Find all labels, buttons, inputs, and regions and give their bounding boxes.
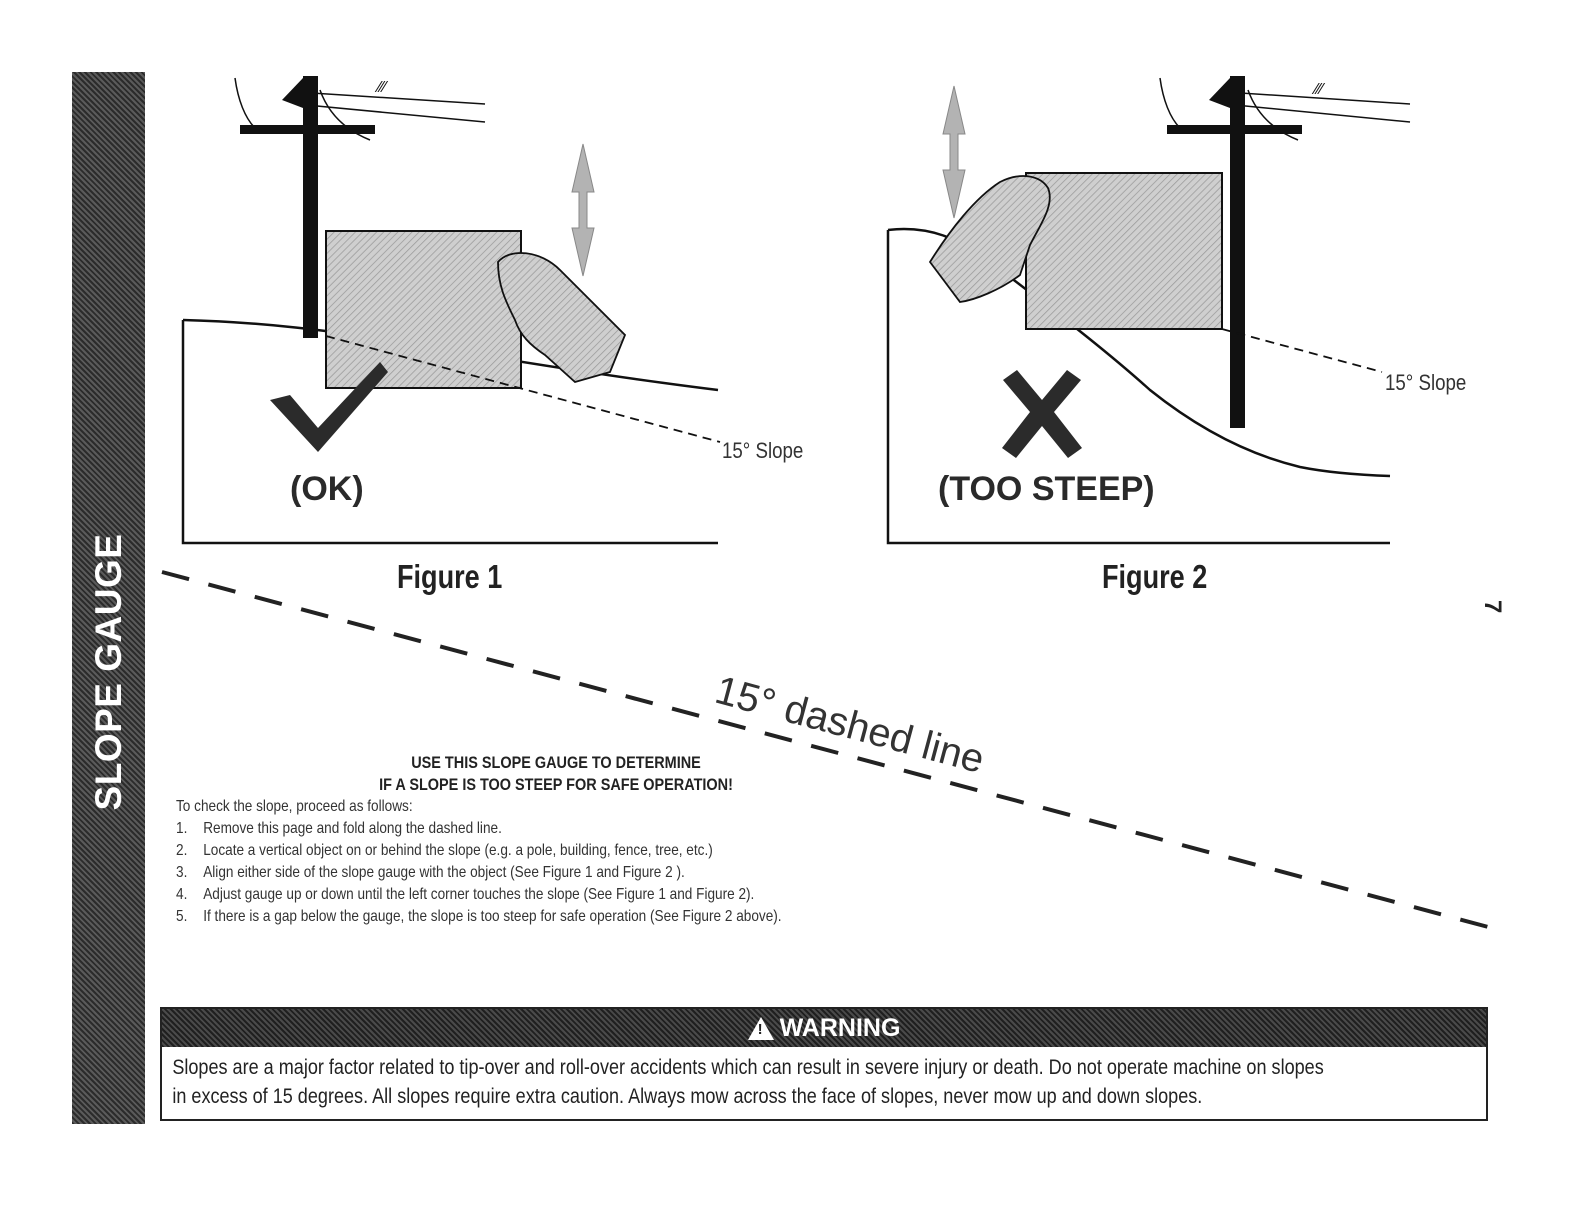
svg-text:⁄⁄⁄: ⁄⁄⁄ (374, 79, 388, 96)
step-text: Align either side of the slope gauge wit… (203, 864, 685, 881)
figure2-slope-label: 15° Slope (1385, 370, 1467, 395)
figure2-caption: Figure 2 (1102, 558, 1208, 595)
list-item: 3. Align either side of the slope gauge w… (176, 862, 856, 884)
step-number: 2. (176, 842, 188, 859)
warning-box: ! WARNING Slopes are a major factor rela… (160, 1007, 1488, 1121)
figure2-hand (928, 175, 1051, 303)
warning-line2: in excess of 15 degrees. All slopes requ… (172, 1085, 1203, 1108)
figure1-gauge (325, 230, 522, 389)
x-mark-icon (1002, 370, 1082, 458)
warning-title: WARNING (779, 1013, 901, 1042)
figure2-updown-arrow-icon (942, 85, 966, 219)
step-number: 5. (176, 908, 188, 925)
list-item: 4. Adjust gauge up or down until the left… (176, 884, 856, 906)
figure2-slope-line (1221, 328, 1383, 373)
figure1-caption: Figure 1 (397, 558, 503, 595)
instructions-steps: 1. Remove this page and fold along the da… (176, 818, 976, 928)
instructions-heading-line2: IF A SLOPE IS TOO STEEP FOR SAFE OPERATI… (379, 775, 733, 794)
check-mark-icon (270, 362, 388, 452)
warning-body: Slopes are a major factor related to tip… (162, 1047, 1473, 1111)
instructions: USE THIS SLOPE GAUGE TO DETERMINE IF A S… (176, 752, 976, 928)
step-text: Adjust gauge up or down until the left c… (203, 886, 755, 903)
list-item: 5. If there is a gap below the gauge, the… (176, 906, 856, 928)
step-text: If there is a gap below the gauge, the s… (203, 908, 782, 925)
step-text: Remove this page and fold along the dash… (203, 820, 502, 837)
figure1-updown-arrow-icon (571, 143, 595, 277)
list-item: 1. Remove this page and fold along the da… (176, 818, 856, 840)
figure2-gauge (1025, 172, 1223, 330)
step-text: Locate a vertical object on or behind th… (203, 842, 713, 859)
figure1-illustration: ⁄⁄⁄ (181, 76, 721, 545)
step-number: 4. (176, 886, 188, 903)
svg-text:⁄⁄⁄: ⁄⁄⁄ (1311, 81, 1325, 98)
warning-line1: Slopes are a major factor related to tip… (172, 1056, 1324, 1079)
figure1-hand (497, 252, 627, 384)
instructions-intro: To check the slope, proceed as follows: (176, 798, 413, 815)
instructions-heading-line1: USE THIS SLOPE GAUGE TO DETERMINE (411, 753, 701, 772)
figure2-pole (1230, 76, 1245, 428)
page-number: 7 (1479, 600, 1506, 614)
figure2-frame (886, 230, 1390, 545)
fold-dashed-line (161, 570, 1493, 930)
step-number: 3. (176, 864, 188, 881)
figure2-status: (TOO STEEP) (938, 470, 1155, 508)
figure1-frame (181, 320, 718, 545)
figure1-slope-line (325, 335, 721, 443)
warning-triangle-icon: ! (747, 1016, 774, 1040)
figure2-illustration: ⁄⁄⁄ (886, 76, 1411, 545)
figure2-crossarm (1167, 125, 1302, 134)
figure1-slope-label: 15° Slope (722, 438, 804, 463)
figure1-status: (OK) (290, 470, 364, 508)
side-tab: SLOPE GAUGE (72, 72, 145, 1124)
step-number: 1. (176, 820, 188, 837)
figure1-crossarm (240, 125, 375, 134)
warning-header: ! WARNING (162, 1009, 1486, 1047)
list-item: 2. Locate a vertical object on or behind … (176, 840, 856, 862)
figure1-pole (303, 76, 318, 338)
